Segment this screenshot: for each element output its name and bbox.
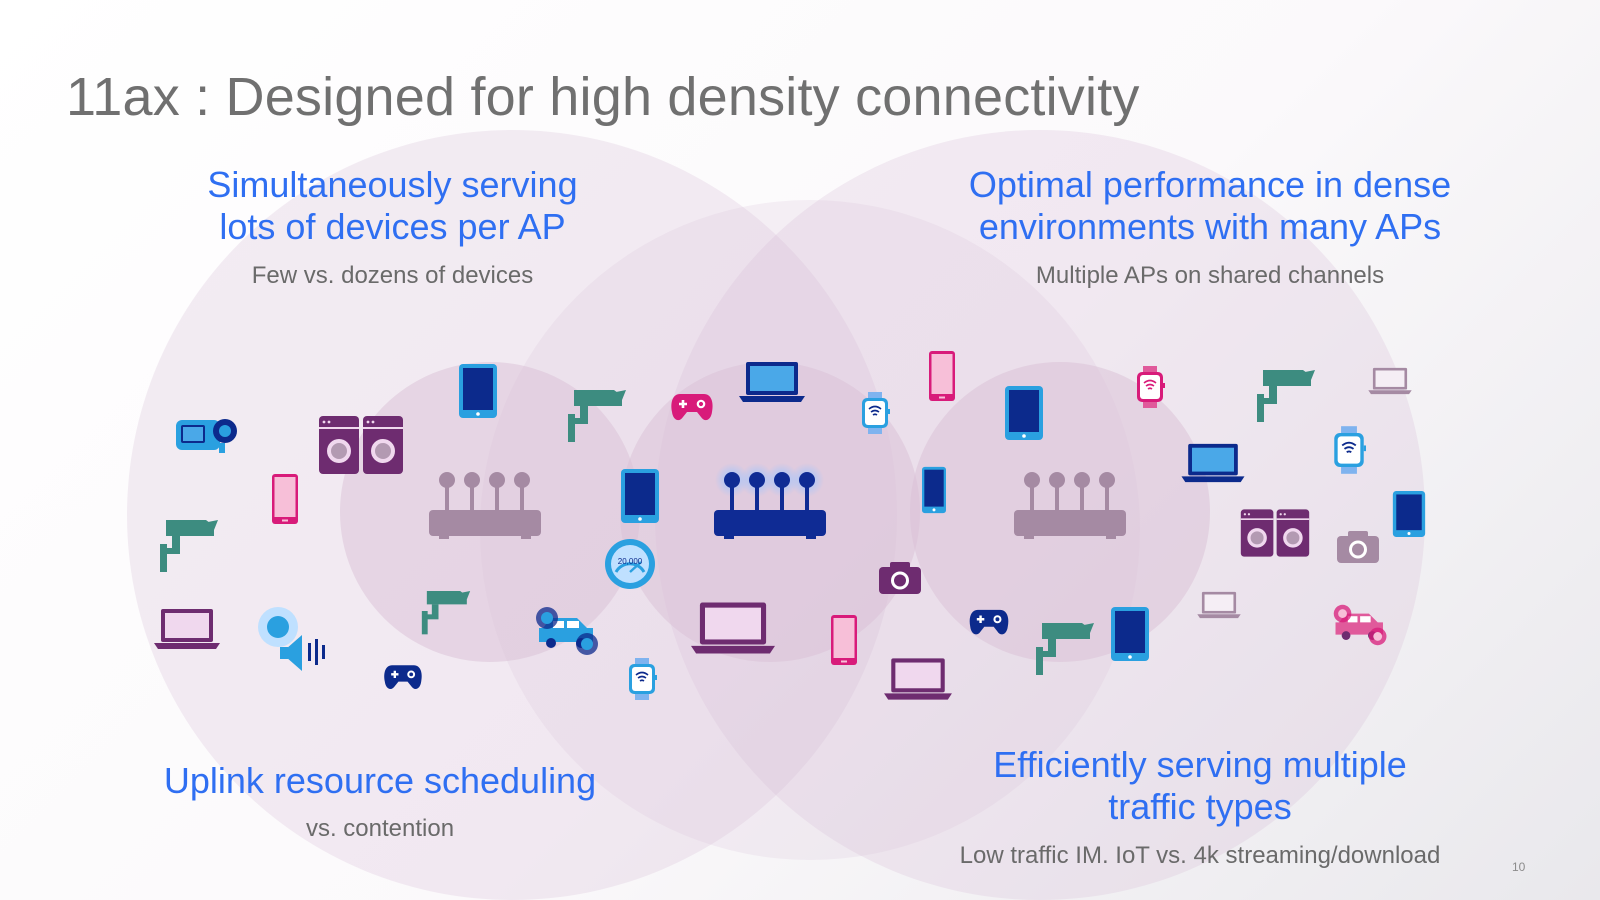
smartphone-icon: [830, 614, 858, 666]
smart-speaker-icon: [256, 605, 336, 675]
heading-line: lots of devices per AP: [219, 206, 566, 247]
smartwatch-icon: [1135, 363, 1165, 411]
photo-camera-icon: [1336, 530, 1380, 564]
game-controller-icon: [670, 392, 714, 424]
router-icon: [710, 460, 830, 540]
tablet-icon: [458, 363, 498, 419]
laptop-icon: [1196, 590, 1242, 620]
heading-line: Simultaneously serving: [207, 164, 578, 205]
smartwatch-icon: [1332, 423, 1366, 477]
heading-uplink-scheduling: Uplink resource scheduling: [130, 760, 630, 802]
tablet-icon: [1392, 490, 1426, 538]
caption-traffic-types: Low traffic IM. IoT vs. 4k streaming/dow…: [959, 842, 1441, 869]
smartwatch-icon: [627, 658, 657, 700]
heading-devices-per-ap: Simultaneously serving lots of devices p…: [180, 164, 605, 248]
photo-camera-icon: [878, 561, 922, 595]
washer-dryer-icon: [1240, 507, 1310, 559]
page-number: 10: [1512, 860, 1526, 874]
router-icon: [425, 460, 545, 540]
caption-devices-per-ap: Few vs. dozens of devices: [251, 262, 534, 289]
tablet-icon: [620, 468, 660, 524]
washer-dryer-icon: [318, 415, 404, 475]
connected-car-icon: [535, 606, 601, 656]
caption-dense-environments: Multiple APs on shared channels: [1035, 262, 1385, 289]
heading-line: Efficiently serving multiple: [993, 744, 1407, 785]
laptop-icon: [882, 656, 954, 702]
security-camera-icon: [1255, 364, 1317, 424]
security-camera-icon: [158, 514, 220, 574]
heading-line: traffic types: [1108, 786, 1292, 827]
laptop-icon: [737, 360, 807, 404]
laptop-icon: [688, 600, 778, 656]
game-controller-icon: [383, 663, 423, 693]
tablet-icon: [1004, 385, 1044, 441]
heading-line: environments with many APs: [978, 206, 1442, 247]
heading-line: Uplink resource scheduling: [163, 760, 597, 801]
heading-traffic-types: Efficiently serving multiple traffic typ…: [930, 744, 1470, 828]
heading-line: Optimal performance in dense: [968, 164, 1452, 205]
router-icon: [1010, 460, 1130, 540]
caption-uplink-scheduling: vs. contention: [305, 815, 455, 842]
laptop-icon: [152, 607, 222, 651]
slide-title: 11ax : Designed for high density connect…: [66, 67, 1140, 127]
smartwatch-icon: [860, 392, 890, 434]
smartphone-icon: [271, 473, 299, 525]
speedometer-icon: 20,000: [605, 539, 655, 589]
laptop-icon: [1179, 442, 1247, 484]
speedometer-readout: 20,000: [618, 557, 643, 566]
security-camera-icon: [420, 586, 472, 636]
heading-dense-environments: Optimal performance in dense environment…: [940, 164, 1480, 248]
security-camera-icon: [1034, 617, 1096, 677]
security-camera-icon: [566, 384, 628, 444]
connected-car-icon: [1332, 603, 1390, 647]
smartphone-icon: [921, 466, 947, 514]
tablet-icon: [1110, 606, 1150, 662]
game-controller-icon: [968, 608, 1010, 638]
camcorder-icon: [175, 412, 239, 456]
smartphone-icon: [928, 350, 956, 402]
laptop-icon: [1367, 366, 1413, 396]
